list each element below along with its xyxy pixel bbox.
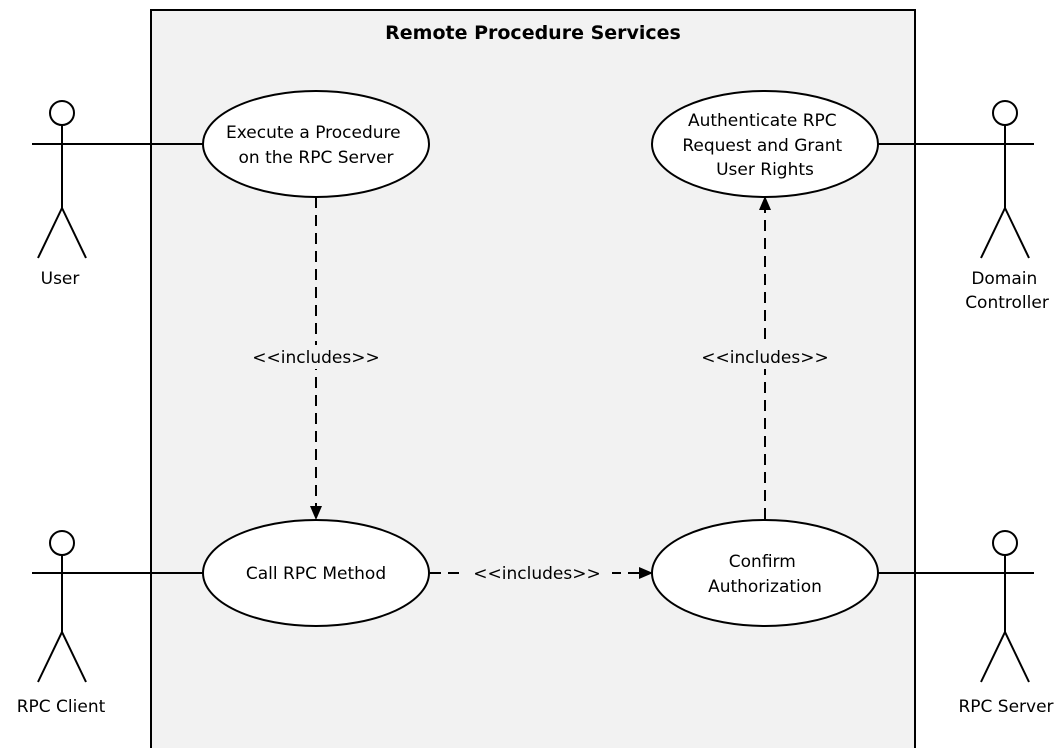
use-case-authenticate-request: Authenticate RPC Request and Grant User …	[651, 90, 879, 198]
use-case-confirm-authorization: Confirm Authorization	[651, 519, 879, 627]
system-title: Remote Procedure Services	[385, 22, 681, 44]
actor-rpc-client-label: RPC Client	[17, 697, 106, 717]
use-case-authenticate-request-label: Authenticate RPC Request and Grant User …	[682, 111, 847, 180]
stick-figure-icon	[37, 530, 87, 683]
use-case-call-rpc-method-label: Call RPC Method	[246, 564, 386, 584]
actor-rpc-server: RPC Server	[958, 530, 1054, 717]
actor-user-label: User	[41, 269, 80, 289]
use-case-execute-procedure-label: Execute a Procedure on the RPC Server	[226, 123, 406, 168]
use-case-call-rpc-method: Call RPC Method	[202, 519, 430, 627]
stick-figure-icon	[980, 530, 1030, 683]
include-label-call-confirm: <<includes>>	[473, 564, 600, 584]
actor-rpc-server-label: RPC Server	[958, 697, 1053, 717]
actor-domain-controller: Domain Controller	[965, 100, 1049, 313]
use-case-execute-procedure: Execute a Procedure on the RPC Server	[202, 90, 430, 198]
use-case-confirm-authorization-label: Confirm Authorization	[708, 552, 822, 597]
stick-figure-icon	[37, 100, 87, 259]
actor-user: User	[37, 100, 87, 289]
include-label-bg-call-confirm	[462, 561, 612, 585]
actor-domain-controller-label: Domain Controller	[965, 269, 1049, 313]
include-label-confirm-authenticate: <<includes>>	[701, 348, 828, 368]
include-label-bg-execute-call	[240, 345, 390, 369]
include-label-execute-call: <<includes>>	[252, 348, 379, 368]
include-label-bg-confirm-authenticate	[690, 345, 840, 369]
stick-figure-icon	[980, 100, 1030, 259]
actor-rpc-client: RPC Client	[17, 530, 106, 717]
